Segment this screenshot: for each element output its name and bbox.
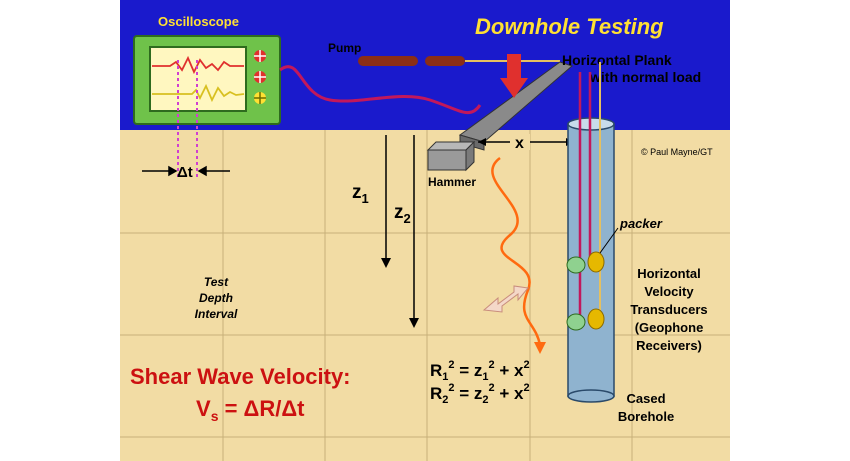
transducer-label-line2: Velocity — [644, 284, 694, 299]
trace-yellow — [152, 83, 245, 103]
transducer-label-line5: Receivers) — [636, 338, 702, 353]
copyright-text: © Paul Mayne/GT — [641, 147, 713, 157]
z2-label: z2 — [394, 202, 411, 226]
z2-arrowhead-icon — [409, 318, 419, 328]
x-label: x — [515, 135, 524, 152]
plank-label-line2: with normal load — [589, 69, 701, 85]
signal-cable — [279, 65, 482, 115]
r2-formula: R22 = z22 + x2 — [430, 382, 530, 406]
oscilloscope-label: Oscilloscope — [158, 14, 239, 29]
transducer-label-line4: (Geophone — [635, 320, 704, 335]
shear-wave-arrowhead-icon — [534, 342, 546, 354]
packer-pointer — [599, 227, 619, 254]
pump-label: Pump — [328, 41, 361, 55]
knob-icon — [254, 50, 266, 62]
borehole-label-line1: Cased — [626, 391, 665, 406]
z1-arrowhead-icon — [381, 258, 391, 268]
shear-wave-title: Shear Wave Velocity: — [130, 364, 351, 389]
test-depth-line2: Depth — [199, 291, 233, 305]
pump-hose-1 — [358, 56, 418, 66]
ground-region — [120, 130, 730, 461]
z1-label: z1 — [352, 182, 369, 206]
borehole-label: Cased Borehole — [618, 391, 674, 424]
hammer-label: Hammer — [428, 175, 476, 189]
test-depth-line3: Interval — [195, 307, 238, 321]
hammer — [426, 140, 476, 172]
delta-t-label: Δt — [177, 164, 193, 181]
packer-label: packer — [619, 216, 663, 231]
page-title: Downhole Testing — [475, 14, 664, 39]
pump-hose-2 — [425, 56, 465, 66]
ground-grid — [120, 130, 730, 461]
polarization-arrow-icon — [482, 285, 529, 313]
plank-label-line1: Horizontal Plank — [562, 52, 672, 68]
x-arrow-left-icon — [478, 138, 486, 146]
trace-red — [152, 55, 244, 75]
test-depth-label: Test Depth Interval — [195, 275, 238, 321]
r1-formula: R12 = z12 + x2 — [430, 359, 530, 383]
load-arrow-icon — [500, 54, 528, 98]
transducer-label-line1: Horizontal — [637, 266, 701, 281]
borehole-label-line2: Borehole — [618, 409, 674, 424]
test-depth-line1: Test — [204, 275, 229, 289]
transducer-label-line3: Transducers — [630, 302, 707, 317]
geophone-upper — [566, 251, 605, 274]
vs-formula: Vs = ΔR/Δt — [196, 396, 305, 424]
shear-wave-path — [491, 156, 542, 346]
delta-t-indicator — [142, 165, 230, 177]
knob-icon — [254, 92, 266, 104]
geophone-lower — [566, 308, 605, 331]
transducer-label: Horizontal Velocity Transducers (Geophon… — [630, 266, 707, 353]
knob-icon — [254, 71, 266, 83]
